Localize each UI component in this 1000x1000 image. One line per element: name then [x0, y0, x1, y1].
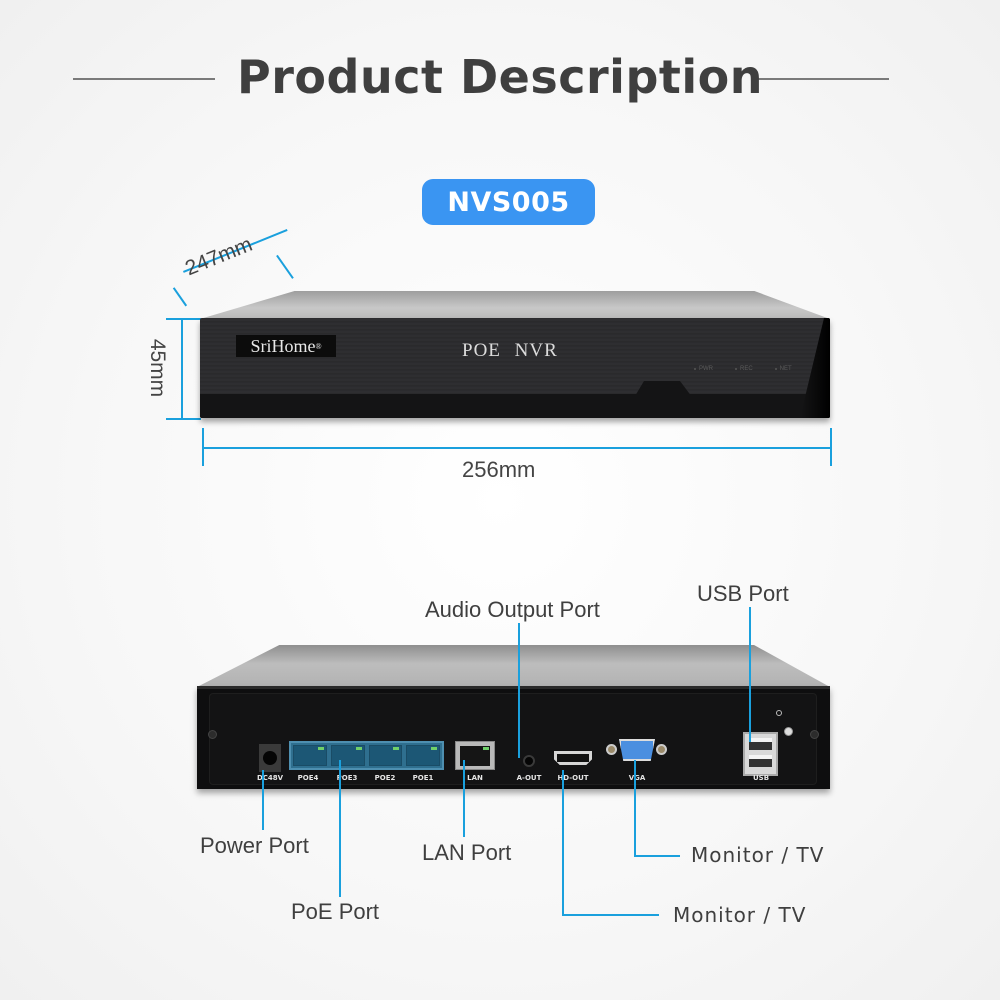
audio-out-jack	[523, 755, 535, 767]
leader-hdmi-horizontal	[562, 914, 659, 916]
status-leds: PWR REC NET	[694, 366, 792, 372]
usb-ports	[743, 732, 778, 776]
front-model-label: POE NVR	[462, 340, 558, 361]
leader-power	[262, 770, 264, 830]
poe-ports	[289, 741, 444, 770]
callout-power: Power Port	[200, 833, 309, 858]
poe4-port	[293, 745, 327, 766]
leader-lan	[463, 760, 465, 837]
callout-poe: PoE Port	[291, 899, 380, 924]
label-poe3: POE3	[336, 774, 358, 782]
label-vga: VGA	[628, 774, 646, 782]
title-rule-right	[752, 78, 889, 80]
leader-usb	[749, 607, 751, 742]
title-rule-left	[73, 78, 215, 80]
height-dimension-tick-top	[166, 318, 201, 320]
width-dimension-tick-left	[202, 428, 204, 466]
ground-screw-icon	[784, 727, 793, 736]
width-dimension-label: 256mm	[462, 457, 536, 482]
vga-port	[606, 739, 668, 761]
front-device-top	[200, 291, 830, 319]
height-dimension-tick-bottom	[166, 418, 201, 420]
led-dot-icon	[774, 368, 777, 370]
front-side-edge	[800, 318, 830, 418]
brand-logo: SriHome®	[236, 335, 336, 357]
usb-slot	[749, 755, 772, 767]
front-device-panel: SriHome® POE NVR PWR REC NET	[200, 318, 830, 418]
led-dot-icon	[694, 368, 696, 370]
label-usb: USB	[752, 774, 770, 782]
led-pwr: PWR	[694, 366, 713, 372]
ground-symbol-icon	[776, 710, 782, 716]
led-dot-icon	[735, 368, 737, 370]
led-net: NET	[774, 366, 792, 372]
depth-dimension-label: 247mm	[182, 232, 256, 281]
leader-audio	[518, 623, 520, 758]
screw-icon	[810, 730, 819, 739]
registered-mark: ®	[315, 341, 322, 351]
hdmi-port	[554, 751, 592, 765]
callout-hdmi-monitor: Monitor / TV	[673, 903, 807, 927]
screw-icon	[208, 730, 217, 739]
depth-dimension-tick-left	[172, 287, 187, 307]
brand-name: SriHome	[250, 335, 316, 356]
poe1-port	[406, 745, 440, 766]
height-dimension-line	[181, 318, 183, 418]
poe2-port	[368, 745, 403, 766]
label-poe2: POE2	[374, 774, 396, 782]
rear-inner-panel: DC48V POE4 POE3 POE2 POE1 LAN A-OUT HD-O…	[208, 693, 819, 785]
label-aout: A-OUT	[516, 774, 542, 782]
width-dimension-tick-right	[830, 428, 832, 466]
leader-hdmi-vertical	[562, 770, 564, 915]
depth-dimension-tick-right	[276, 255, 294, 279]
led-rec: REC	[735, 366, 753, 372]
poe3-port	[330, 745, 365, 766]
lan-port	[455, 741, 495, 770]
callout-audio-output: Audio Output Port	[425, 597, 600, 622]
width-dimension-line	[202, 447, 831, 449]
label-hdout: HD-OUT	[557, 774, 589, 782]
leader-poe	[339, 760, 341, 897]
callout-lan: LAN Port	[422, 840, 512, 865]
label-dc: DC48V	[256, 774, 284, 782]
rear-device-panel: DC48V POE4 POE3 POE2 POE1 LAN A-OUT HD-O…	[197, 686, 830, 789]
callout-usb: USB Port	[697, 581, 789, 606]
model-badge: NVS005	[422, 179, 595, 225]
height-dimension-label: 45mm	[146, 338, 170, 398]
dc-power-jack	[259, 744, 281, 772]
leader-vga-horizontal	[634, 855, 680, 857]
leader-vga-vertical	[634, 760, 636, 856]
rear-device-top	[197, 645, 830, 687]
callout-vga-monitor: Monitor / TV	[691, 843, 825, 867]
usb-slot	[749, 738, 772, 750]
page-title: Product Description	[237, 50, 763, 104]
label-lan: LAN	[467, 774, 483, 782]
front-bottom-strip	[200, 394, 830, 418]
label-poe1: POE1	[412, 774, 434, 782]
label-poe4: POE4	[297, 774, 319, 782]
